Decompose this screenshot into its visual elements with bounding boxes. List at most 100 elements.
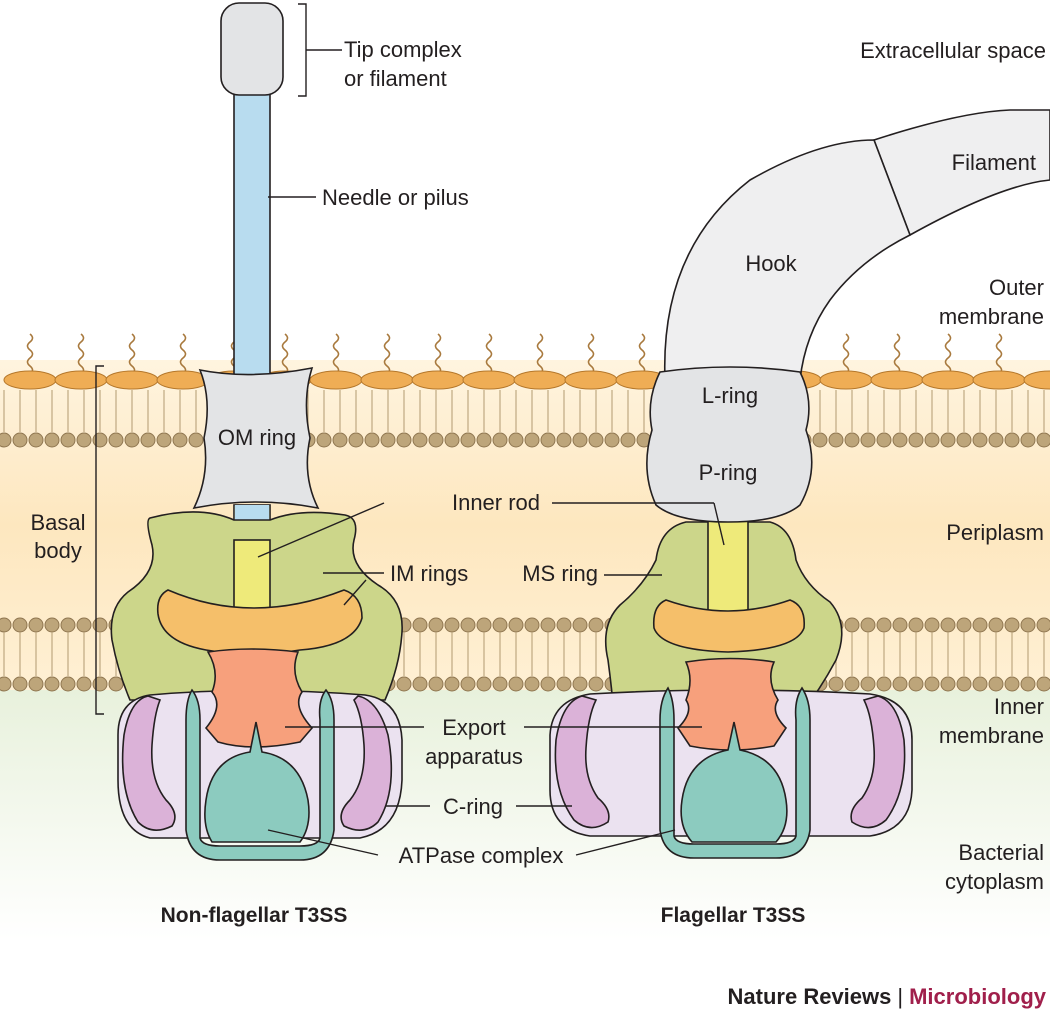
outer-inner-leaflet-bead (540, 432, 556, 448)
outer-inner-leaflet-bead (364, 432, 380, 448)
outer-inner-leaflet-bead (476, 432, 492, 448)
label-atpase: ATPase complex (399, 843, 564, 868)
inner-membrane-top-bead (1020, 617, 1036, 633)
inner-membrane-bottom-bead (492, 676, 508, 692)
inner-membrane-top-bead (860, 617, 876, 633)
outer-lipid-tail (383, 333, 391, 375)
inner-membrane-bottom-bead (956, 676, 972, 692)
outer-inner-leaflet-bead (428, 432, 444, 448)
outer-inner-leaflet-bead (588, 432, 604, 448)
nf-atpase (204, 721, 310, 843)
outer-lipid-tail (485, 333, 493, 375)
inner-membrane-bottom-bead (92, 676, 108, 692)
inner-membrane-bottom-bead (28, 676, 44, 692)
inner-membrane-bottom-bead (108, 676, 124, 692)
inner-membrane-top-bead (876, 617, 892, 633)
needle (233, 89, 271, 381)
inner-membrane-top-bead (444, 617, 460, 633)
label-extracellular: Extracellular space (860, 38, 1046, 63)
outer-lipid-tail (638, 333, 646, 375)
inner-membrane-bottom-bead (972, 676, 988, 692)
inner-membrane-top-bead (988, 617, 1004, 633)
inner-membrane-top-bead (1036, 617, 1050, 633)
outer-lipid-tail (128, 333, 136, 375)
label-cytoplasm-2: cytoplasm (945, 869, 1044, 894)
inner-membrane-top-bead (76, 617, 92, 633)
outer-lipid-head (411, 370, 465, 390)
inner-membrane-top-bead (12, 617, 28, 633)
outer-inner-leaflet-bead (156, 432, 172, 448)
outer-inner-leaflet-bead (60, 432, 76, 448)
outer-inner-leaflet-bead (620, 432, 636, 448)
f-atpase-arms (659, 686, 811, 859)
journal-credit: Nature Reviews|Microbiology (728, 984, 1047, 1009)
label-basal-2: body (34, 538, 82, 563)
inner-membrane-top-bead (924, 617, 940, 633)
outer-inner-leaflet-bead (108, 432, 124, 448)
outer-lipid-tail (434, 333, 442, 375)
outer-inner-leaflet-bead (556, 432, 572, 448)
inner-membrane-top-bead (556, 617, 572, 633)
outer-lipid-head (1023, 370, 1050, 390)
outer-lipid-head (921, 370, 975, 390)
label-om-ring: OM ring (218, 425, 296, 450)
label-tip-1: Tip complex (344, 37, 462, 62)
outer-inner-leaflet-bead (1004, 432, 1020, 448)
outer-inner-leaflet-bead (972, 432, 988, 448)
inner-membrane-top-bead (92, 617, 108, 633)
inner-membrane-bottom-bead (940, 676, 956, 692)
outer-inner-leaflet-bead (1020, 432, 1036, 448)
inner-membrane-bottom-bead (908, 676, 924, 692)
inner-membrane-top-bead (892, 617, 908, 633)
outer-inner-leaflet-bead (876, 432, 892, 448)
inner-membrane-bottom-bead (924, 676, 940, 692)
inner-membrane-top-bead (1004, 617, 1020, 633)
filament (872, 109, 1050, 237)
label-outer-membrane-2: membrane (939, 304, 1044, 329)
outer-lipid-tail (281, 333, 289, 375)
label-cytoplasm-1: Bacterial (958, 840, 1044, 865)
inner-membrane-bottom-bead (1036, 676, 1050, 692)
label-p-ring: P-ring (699, 460, 758, 485)
inner-membrane-top-bead (572, 617, 588, 633)
outer-lipid-head (3, 370, 57, 390)
outer-lipid-head (360, 370, 414, 390)
f-export-apparatus (676, 657, 788, 751)
label-hook: Hook (745, 251, 797, 276)
outer-lipid-tail (842, 333, 850, 375)
inner-membrane-top-bead (540, 617, 556, 633)
inner-membrane-top-bead (508, 617, 524, 633)
outer-lipid-head (513, 370, 567, 390)
inner-membrane-top-bead (412, 617, 428, 633)
outer-lipid-tail (332, 333, 340, 375)
outer-inner-leaflet-bead (892, 432, 908, 448)
leader-lines (95, 3, 725, 856)
outer-inner-leaflet-bead (508, 432, 524, 448)
outer-lipid-tail (944, 333, 952, 375)
outer-inner-leaflet-bead (0, 432, 12, 448)
label-export-2: apparatus (425, 744, 523, 769)
outer-lipid-tail (995, 333, 1003, 375)
outer-lipid-tail (26, 333, 34, 375)
label-inner-membrane-2: membrane (939, 723, 1044, 748)
f-orange-ring (652, 599, 806, 653)
inner-membrane-bottom-bead (556, 676, 572, 692)
outer-lipid-head (462, 370, 516, 390)
inner-membrane-bottom-bead (892, 676, 908, 692)
nf-im-orange-ring (156, 589, 363, 655)
nf-rod-front (233, 539, 271, 616)
inner-membrane-bottom-bead (572, 676, 588, 692)
inner-membrane-bottom-bead (524, 676, 540, 692)
label-periplasm: Periplasm (946, 520, 1044, 545)
credit-subject: Microbiology (909, 984, 1047, 1009)
outer-inner-leaflet-bead (124, 432, 140, 448)
outer-inner-leaflet-bead (92, 432, 108, 448)
labels: Extracellular space Outer membrane Perip… (30, 37, 1046, 927)
inner-membrane-top-bead (476, 617, 492, 633)
outer-inner-leaflet-bead (460, 432, 476, 448)
inner-membrane-bottom-bead (412, 676, 428, 692)
om-ring (192, 366, 320, 510)
outer-lipid-tail (77, 333, 85, 375)
inner-membrane-top-bead (956, 617, 972, 633)
inner-membrane-bottom-bead (588, 676, 604, 692)
